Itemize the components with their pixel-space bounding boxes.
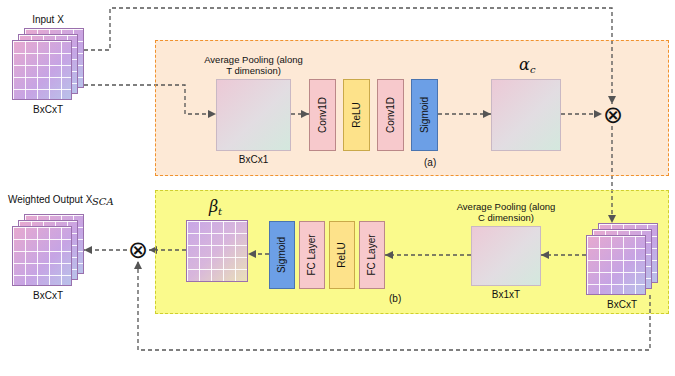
dashed-arrow (291, 113, 309, 114)
sigmoid-box: Sigmoid (269, 221, 295, 289)
tensor-layer (12, 40, 72, 100)
channel-weights: αc (491, 79, 561, 151)
node-text: FC Layer (366, 234, 378, 275)
dashed-arrow (438, 113, 491, 114)
band-fill (155, 40, 669, 176)
conv1d-box: Conv1D (377, 79, 404, 151)
dashed-arrow (611, 126, 612, 223)
pooled-tensor: Average Pooling (along C dimension)Bx1xT (471, 226, 541, 286)
fc-layer-box: FC Layer (359, 221, 385, 289)
node-text: BxCxT (33, 104, 63, 116)
dashed-arrow (385, 254, 471, 255)
dashed-arrow (541, 254, 586, 255)
tensor-layer (12, 226, 72, 286)
band-fill (155, 190, 669, 314)
node-text: t (218, 206, 222, 218)
multiply-node: ⊗ (127, 239, 149, 261)
dashed-arrow (84, 249, 127, 250)
node-text: Average Pooling (along C dimension) (456, 202, 556, 224)
node-text: Conv1D (385, 97, 397, 133)
sigmoid-box: Sigmoid (411, 79, 438, 151)
channel-attention-band: (a)Average Pooling (along T dimension)Bx… (155, 40, 669, 176)
relu-box: ReLU (343, 79, 370, 151)
relu-box: ReLU (329, 221, 355, 289)
node-text: Average Pooling (along T dimension) (204, 55, 304, 77)
node-text: BxCxT (607, 299, 637, 311)
node-text: Sigmoid (419, 97, 431, 133)
temporal-attention-band: (b)βtSigmoidFC LayerReLUFC LayerAverage … (155, 190, 669, 314)
pooled-tensor: Average Pooling (along T dimension)BxCx1 (216, 79, 291, 151)
input-tensor: Input XBxCxT (12, 28, 84, 100)
node-text: α (519, 56, 530, 74)
dashed-arrow (248, 253, 269, 254)
fc-layer-box: FC Layer (299, 221, 325, 289)
temporal-weights: βt (186, 220, 248, 282)
node-text: Weighted Output X (8, 194, 92, 206)
node-text: (a) (424, 157, 436, 169)
node-text: FC Layer (306, 234, 318, 275)
node-text: ⊗ (603, 103, 623, 127)
node-text: c (530, 64, 536, 76)
intermediate-tensor: BxCxT (586, 223, 658, 295)
node-text: ReLU (351, 102, 363, 128)
node-text: ReLU (336, 242, 348, 268)
node-text: Sigmoid (276, 237, 288, 273)
conv1d-box: Conv1D (309, 79, 336, 151)
node-text: BxCx1 (239, 154, 268, 166)
tensor-layer (586, 235, 646, 295)
node-text: Conv1D (317, 97, 329, 133)
node-text: (b) (389, 293, 401, 305)
node-text: Bx1xT (492, 289, 520, 301)
node-text: BxCxT (33, 290, 63, 302)
dashed-arrow (561, 113, 602, 114)
node-text: ⊗ (128, 238, 148, 262)
node-text: SCA (92, 196, 114, 208)
node-text: Input X (32, 14, 64, 26)
node-text: β (209, 198, 218, 216)
multiply-node: ⊗ (602, 104, 624, 126)
output-tensor: Weighted Output XSCABxCxT (12, 214, 84, 286)
dashed-arrow (84, 85, 216, 114)
